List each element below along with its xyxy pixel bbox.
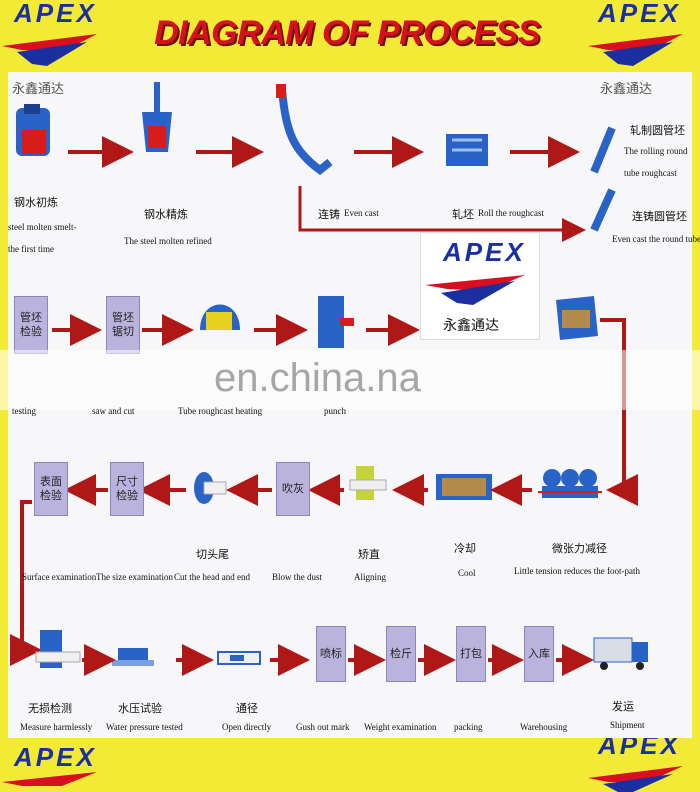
step-label-en: testing xyxy=(12,406,36,416)
step-label-cn: 钢水精炼 xyxy=(144,209,188,221)
step-label-en: steel molten smelt- xyxy=(8,222,77,232)
process-box: 管坯检验 xyxy=(14,296,48,354)
straightener-icon xyxy=(349,466,387,500)
brand-subtitle: 永鑫通达 xyxy=(12,81,65,96)
step-label-en: Surface examination xyxy=(22,572,97,582)
roller-icon xyxy=(446,134,488,166)
step-label-en: Weight examination xyxy=(364,722,437,732)
logo-text: APEX xyxy=(598,0,681,28)
piercing-mill-icon xyxy=(318,296,354,348)
logo-text: APEX xyxy=(443,237,526,267)
step-label-en: Cool xyxy=(458,568,476,578)
step-label-en: tube roughcast xyxy=(624,168,677,178)
logo-swoosh-icon xyxy=(2,772,97,786)
watermark: en.china.na xyxy=(214,356,421,400)
step-label-cn: 轧坯 xyxy=(452,209,474,221)
step-label-en: saw and cut xyxy=(92,406,135,416)
step-label-en: The rolling round xyxy=(624,146,688,156)
page-title: DIAGRAM OF PROCESS xyxy=(154,14,540,52)
step-label-en: Even cast xyxy=(344,208,379,218)
process-box: 打包 xyxy=(456,626,486,682)
step-label-cn: 连铸 xyxy=(318,209,340,221)
step-label-cn: 发运 xyxy=(612,701,634,713)
process-box: 表面检验 xyxy=(34,462,68,516)
step-label-en: The size examination xyxy=(96,572,173,582)
step-label-cn: 钢水初炼 xyxy=(14,197,58,209)
watermark-band xyxy=(0,350,700,410)
step-label-cn: 切头尾 xyxy=(196,549,229,561)
logo-text: APEX xyxy=(14,0,97,28)
step-label-en: Roll the roughcast xyxy=(478,208,544,218)
step-label-en: Measure harmlessly xyxy=(20,722,93,732)
cooling-bed-icon xyxy=(436,474,492,500)
step-label-en: Even cast the round tube xyxy=(612,234,700,244)
step-label-en: the first time xyxy=(8,244,54,254)
process-box: 检斤 xyxy=(386,626,416,682)
caster-icon xyxy=(276,84,333,176)
step-label-en: Tube roughcast heating xyxy=(178,406,263,416)
logo-swoosh-icon xyxy=(2,34,97,66)
step-label-en: Open directly xyxy=(222,722,272,732)
furnace-icon xyxy=(16,104,50,156)
step-label-en: Aligning xyxy=(354,572,387,582)
brand-subtitle: 永鑫通达 xyxy=(600,81,653,96)
step-label-en: Shipment xyxy=(610,720,645,730)
step-label-en: punch xyxy=(324,406,346,416)
ladle-icon xyxy=(142,82,172,152)
logo-text: APEX xyxy=(14,742,97,772)
step-label-cn: 矫直 xyxy=(358,549,380,561)
step-label-en: Warehousing xyxy=(520,722,568,732)
step-label-cn: 水压试验 xyxy=(118,703,162,715)
process-box: 吹灰 xyxy=(276,462,310,516)
step-label-cn: 无损检测 xyxy=(28,703,72,715)
step-label-en: Blow the dust xyxy=(272,572,323,582)
process-box: 喷标 xyxy=(316,626,346,682)
process-box: 尺寸检验 xyxy=(110,462,144,516)
heating-furnace-icon xyxy=(200,304,240,330)
step-label-en: Cut the head and end xyxy=(174,572,250,582)
step-label-cn: 微张力减径 xyxy=(552,543,607,555)
logo-swoosh-icon xyxy=(588,34,683,66)
center-logo: APEX 永鑫通达 xyxy=(420,232,540,340)
step-label-en: Water pressure tested xyxy=(106,722,183,732)
brand-subtitle: 永鑫通达 xyxy=(443,319,499,334)
ndt-icon xyxy=(35,630,81,668)
step-label-en: packing xyxy=(454,722,483,732)
logo-swoosh-icon xyxy=(425,275,525,305)
round-billet-icon xyxy=(590,126,616,232)
step-label-cn: 冷却 xyxy=(454,543,476,555)
process-box: 管坯锯切 xyxy=(106,296,140,354)
truck-icon xyxy=(593,637,648,670)
cutter-icon xyxy=(194,472,227,504)
rolling-mill-icon xyxy=(556,296,598,340)
step-label-cn: 轧制圆管坯 xyxy=(630,125,685,137)
step-label-cn: 连铸圆管坯 xyxy=(632,211,687,223)
drift-test-icon xyxy=(217,651,261,665)
step-label-en: The steel molten refined xyxy=(124,236,212,246)
step-label-cn: 通径 xyxy=(236,703,258,715)
step-label-en: Little tension reduces the foot-path xyxy=(514,566,640,576)
process-box: 入库 xyxy=(524,626,554,682)
hydro-test-icon xyxy=(112,648,154,666)
step-label-en: Gush out mark xyxy=(296,722,350,732)
reducing-mill-icon xyxy=(538,469,602,498)
logo-swoosh-icon xyxy=(588,766,683,792)
